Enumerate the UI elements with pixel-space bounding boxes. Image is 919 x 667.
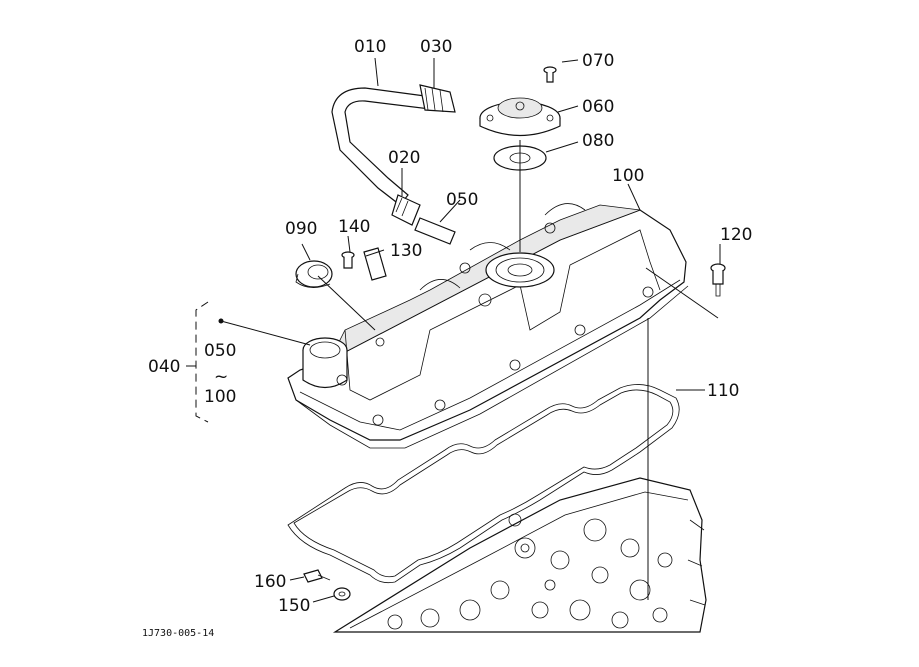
- stud-160: [303, 569, 331, 583]
- callout-060: 060: [582, 97, 614, 117]
- assembly-bracket: [195, 301, 209, 423]
- callout-070: 070: [582, 51, 614, 71]
- bracket-tilde: ~: [214, 367, 228, 387]
- callout-020: 020: [388, 148, 420, 168]
- callout-100-top: 100: [612, 166, 644, 186]
- bracket-from-050: 050: [204, 341, 236, 361]
- callout-160: 160: [254, 572, 286, 592]
- bolt-120: [710, 263, 726, 297]
- assembly-dot: [218, 318, 224, 324]
- callout-140: 140: [338, 217, 370, 237]
- leader-lines: [220, 57, 721, 603]
- callout-090: 090: [285, 219, 317, 239]
- callout-120: 120: [720, 225, 752, 245]
- callout-040: 040: [148, 357, 180, 377]
- breather-hose: [331, 84, 456, 226]
- bolt-140: [341, 251, 355, 269]
- callout-110: 110: [707, 381, 739, 401]
- callout-080: 080: [582, 131, 614, 151]
- bracket-to-100: 100: [204, 387, 236, 407]
- cylinder-head: [332, 477, 707, 633]
- nut-150: [333, 587, 351, 601]
- callout-030: 030: [420, 37, 452, 57]
- breather-pipe-050: [414, 217, 456, 245]
- oil-filler-cap: [479, 97, 561, 137]
- figure-code: 1J730-005-14: [142, 628, 214, 639]
- callout-050-top: 050: [446, 190, 478, 210]
- callout-150: 150: [278, 596, 310, 616]
- callout-010: 010: [354, 37, 386, 57]
- bracket-130: [363, 247, 387, 281]
- screw-070: [543, 66, 557, 83]
- head-cover-gasket: [287, 384, 680, 584]
- callout-130: 130: [390, 241, 422, 261]
- cylinder-head-cover: [287, 203, 689, 449]
